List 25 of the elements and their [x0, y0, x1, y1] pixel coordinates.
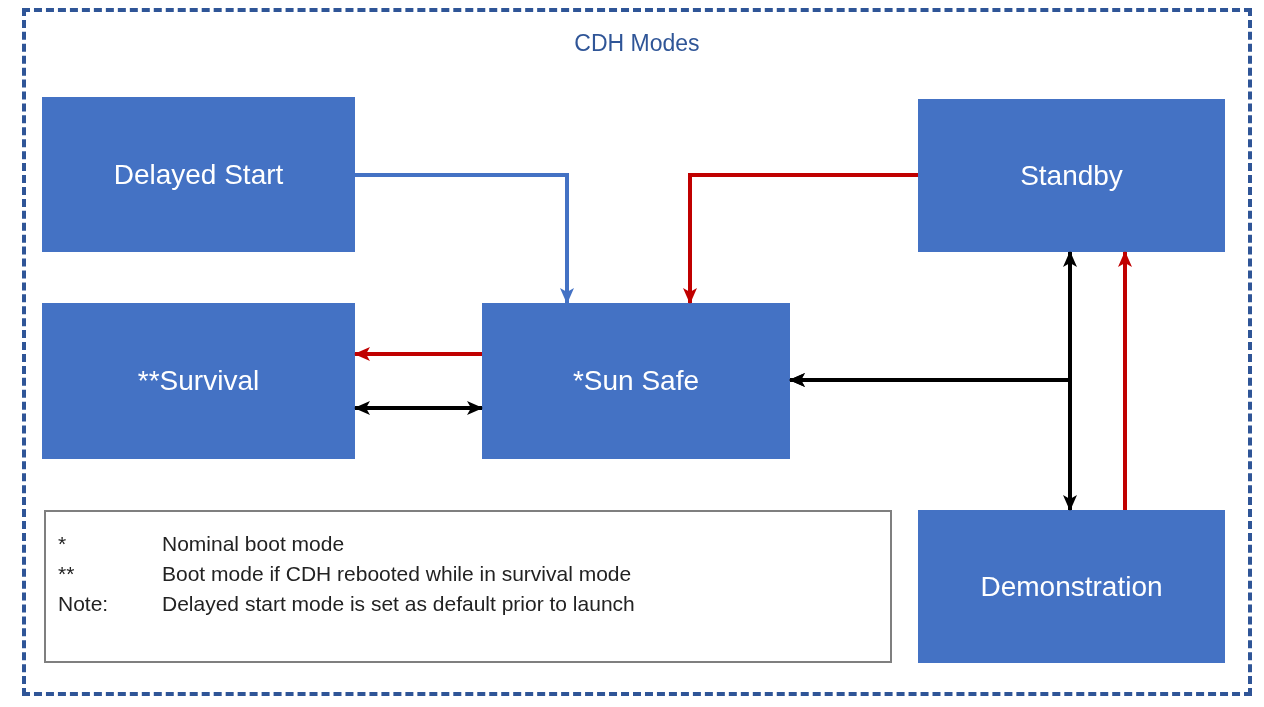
- arrow: [355, 173, 574, 304]
- mode-label: Demonstration: [980, 570, 1163, 603]
- mode-box: [42, 303, 355, 459]
- arrow: [789, 373, 1077, 511]
- arrow: [683, 173, 918, 304]
- mode-box: [918, 99, 1225, 252]
- note-marker: Note:: [58, 592, 110, 616]
- mode-label: **Survival: [137, 365, 260, 397]
- dashed-frame: [22, 8, 1252, 696]
- mode-label: Delayed Start: [113, 158, 284, 191]
- note-marker: **: [58, 562, 76, 586]
- note-marker: *: [58, 532, 68, 556]
- arrow: [354, 401, 483, 415]
- note-text: Delayed start mode is set as default prior to launch: [162, 592, 636, 616]
- mode-box: [918, 510, 1225, 663]
- mode-box: [42, 97, 355, 252]
- mode-box: [482, 303, 790, 459]
- arrow: [354, 347, 482, 361]
- note-text: Nominal boot mode: [162, 532, 346, 556]
- mode-label: Standby: [1020, 159, 1123, 192]
- note-box: [44, 510, 892, 663]
- note-text: Boot mode if CDH rebooted while in survival mode: [162, 562, 633, 586]
- arrow: [1118, 251, 1132, 510]
- frame-heading: CDH Modes: [574, 30, 700, 56]
- mode-label: *Sun Safe: [572, 365, 700, 397]
